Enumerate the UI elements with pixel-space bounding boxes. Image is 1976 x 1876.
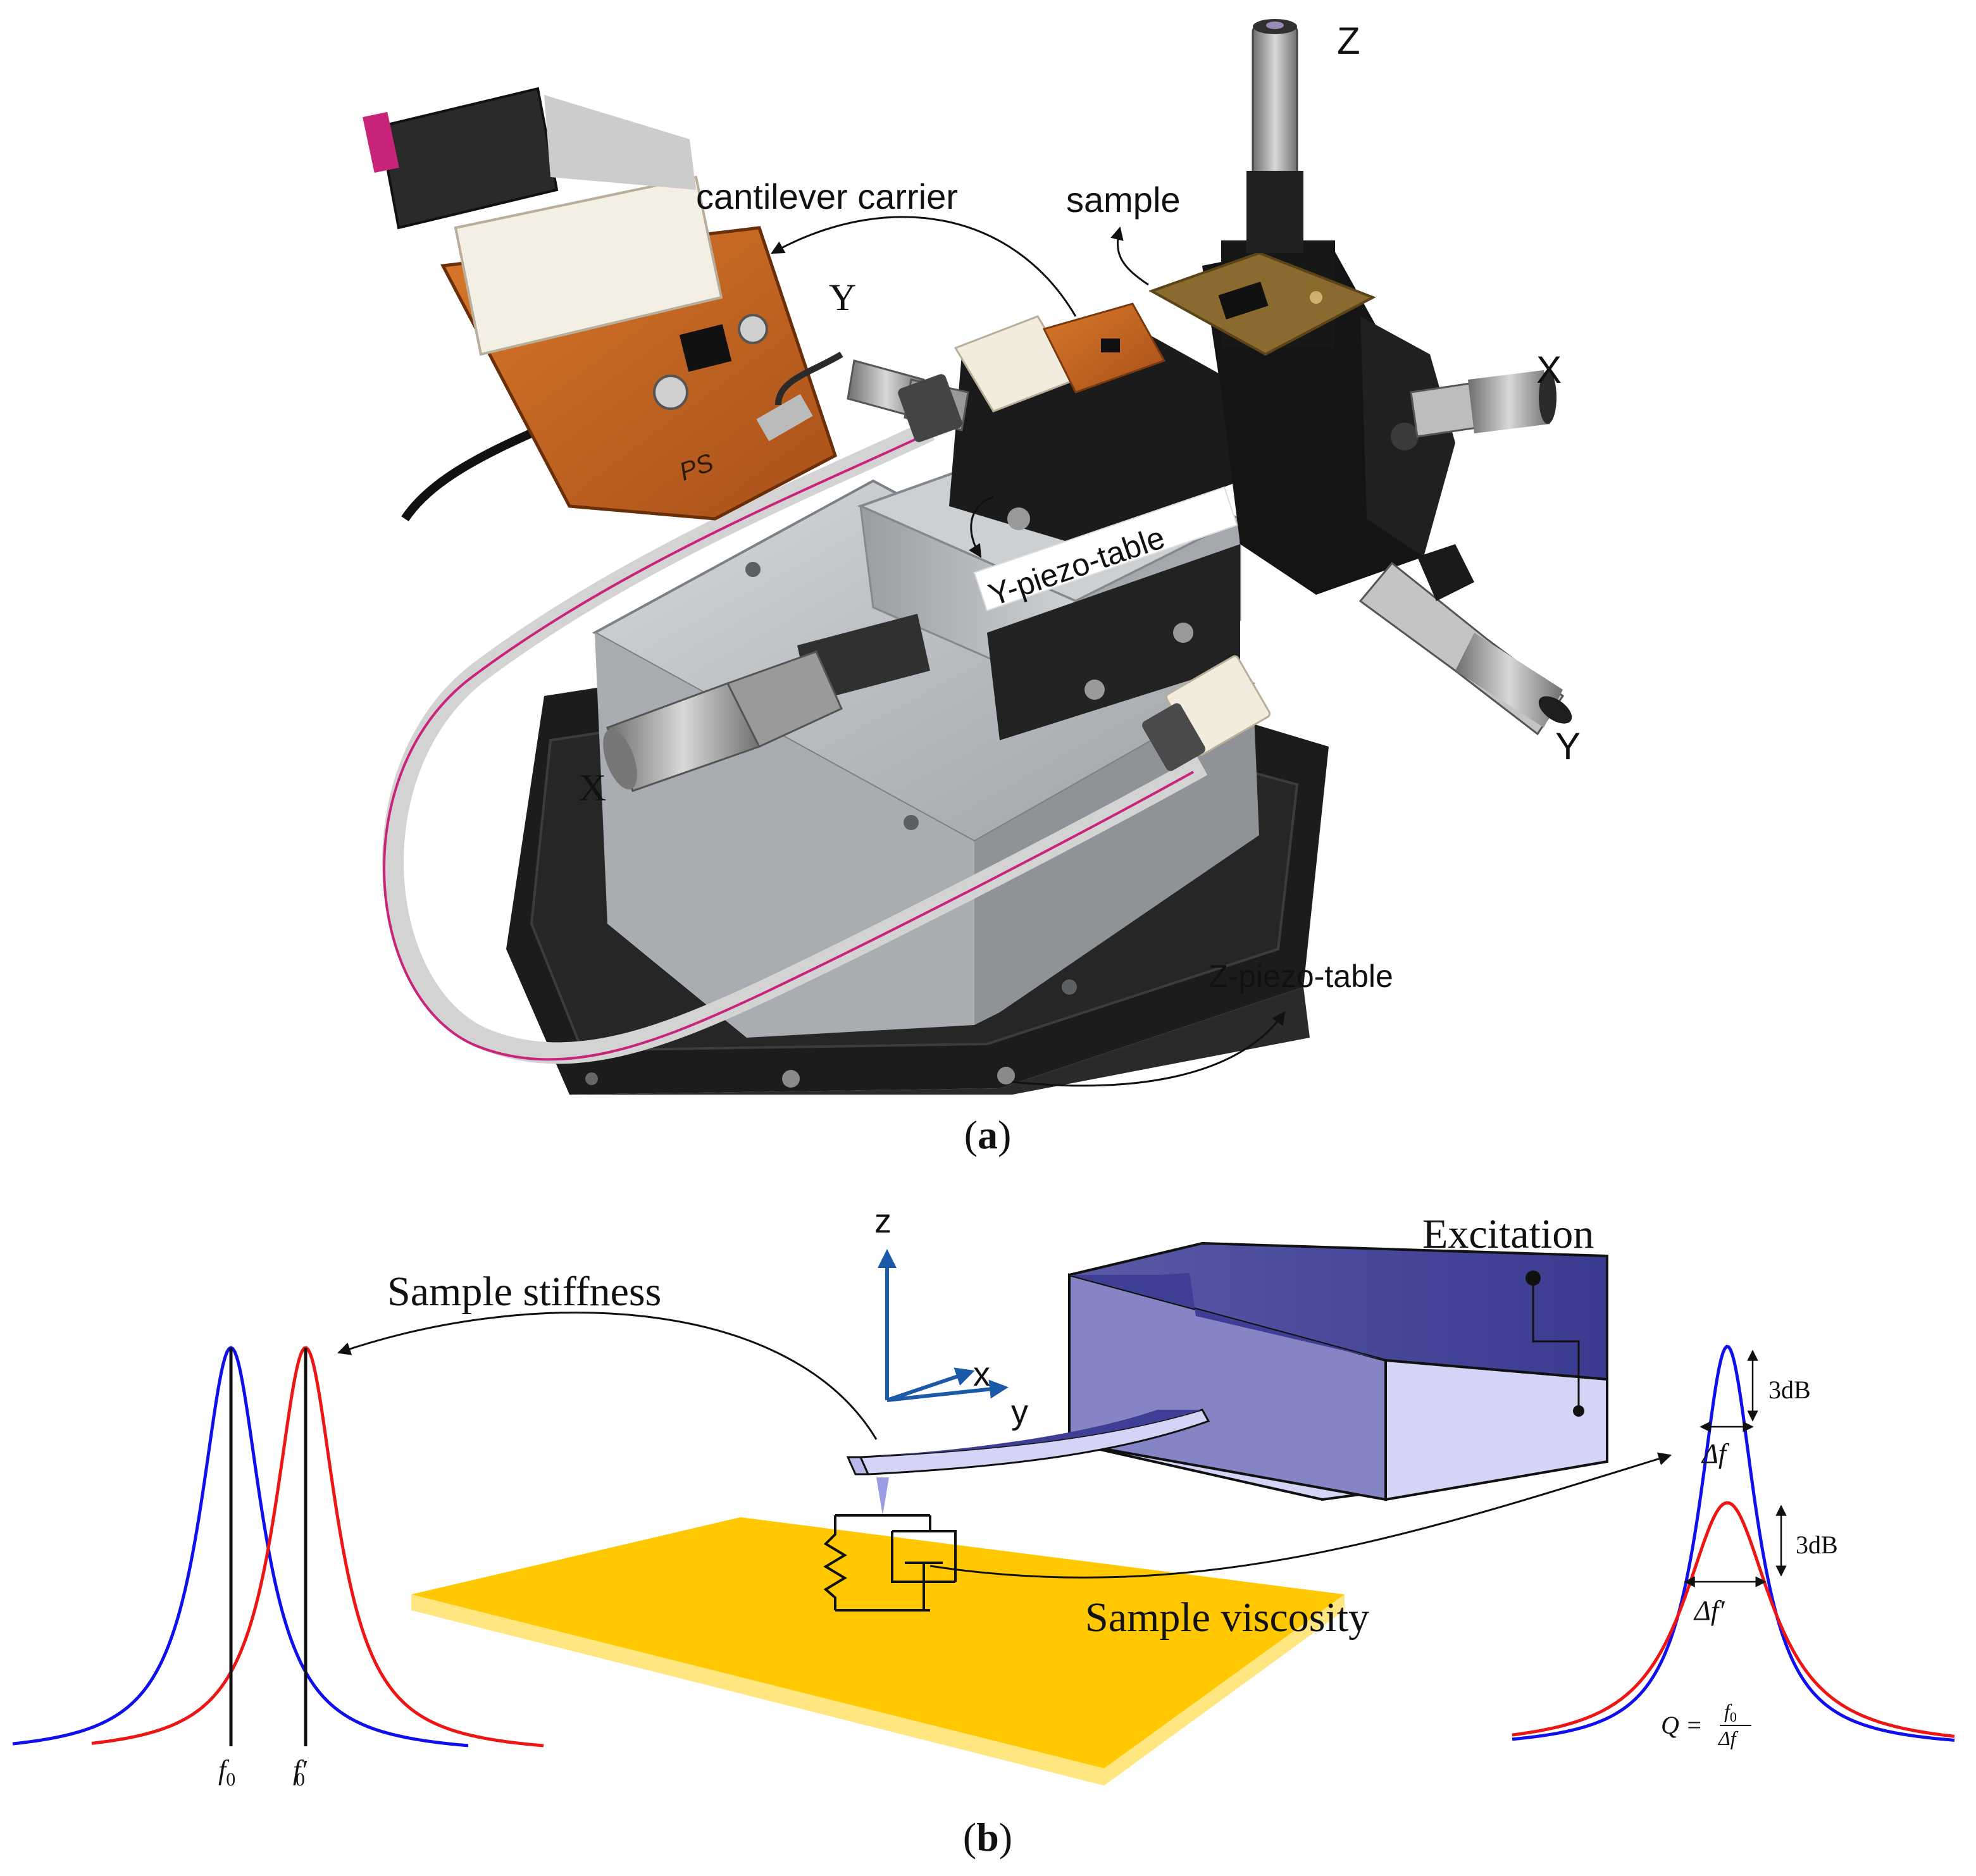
viscosity-arrow (929, 1452, 1672, 1579)
coordinate-axes (878, 1249, 1009, 1402)
label-delta-f: Δf (1701, 1438, 1730, 1469)
q-formula: Q = f0 Δf (1661, 1699, 1751, 1749)
right-curve-red (1512, 1501, 1955, 1738)
label-axis-y: y (1011, 1393, 1028, 1431)
ribbon-cable (382, 374, 1271, 1064)
stiffness-arrow (337, 1312, 878, 1440)
label-y-left: Y (829, 276, 856, 318)
label-axis-z: z (874, 1202, 892, 1240)
sample-arrow (1110, 226, 1149, 286)
y-piezo-block (857, 329, 1253, 755)
label-sample-viscosity: Sample viscosity (1085, 1594, 1369, 1641)
label-x-right: X (1536, 349, 1562, 391)
left-curve-blue (12, 1346, 469, 1748)
z-micrometer (1246, 19, 1303, 253)
label-x-left: X (579, 767, 606, 809)
spring-dashpot-model (823, 1514, 957, 1612)
label-sample: sample (1066, 180, 1181, 220)
panel-b-schematic: f0 f′0 3dB 3dB Δf Δf′ Q = f0 Δf (12, 1202, 1955, 1860)
label-cantilever-carrier: cantilever carrier (696, 177, 958, 216)
cantilever-carrier-arrow (771, 216, 1077, 317)
q-numerator: f0 (1724, 1699, 1737, 1725)
cantilever-carrier-board (363, 87, 843, 521)
label-f0-prime: f′0 (293, 1755, 308, 1790)
label-3db-bottom: 3dB (1796, 1531, 1838, 1559)
label-axis-x: x (973, 1355, 990, 1393)
caption-b: (b) (963, 1815, 1012, 1860)
right-resonance-plot: 3dB 3dB Δf Δf′ Q = f0 Δf (1512, 1345, 1955, 1749)
center-connector (954, 302, 1166, 413)
q-lhs: Q = (1661, 1711, 1703, 1739)
left-curve-red (91, 1346, 544, 1748)
label-y-right: Y (1555, 725, 1581, 767)
label-3db-top: 3dB (1768, 1376, 1811, 1404)
z-piezo-arrow (1012, 1011, 1286, 1087)
panel-a-photo: cantilever carrier sample Z X Y Y X PS Y… (363, 19, 1581, 1157)
y-piezo-arrow (969, 495, 994, 558)
x-micrometer-left (603, 614, 930, 792)
sample-plate (411, 1517, 1345, 1786)
cantilever-block (1068, 1241, 1608, 1501)
cantilever-beam (846, 1408, 1210, 1515)
y-piezo-label-plate (973, 486, 1238, 612)
y-micrometer-right (1358, 544, 1572, 736)
label-delta-f-prime: Δf′ (1693, 1595, 1725, 1626)
label-z-axis: Z (1337, 20, 1360, 62)
label-sample-stiffness: Sample stiffness (387, 1269, 661, 1315)
sample-board (1148, 251, 1376, 356)
caption-a: (a) (964, 1112, 1012, 1157)
excitation-lead (1525, 1270, 1580, 1411)
label-z-piezo-table: Z-piezo-table (1209, 959, 1393, 994)
label-f0: f0 (218, 1755, 235, 1790)
q-denominator: Δf (1717, 1727, 1739, 1749)
left-resonance-plot: f0 f′0 (12, 1346, 544, 1790)
right-curve-blue (1512, 1345, 1955, 1742)
x-micrometer-right (1410, 370, 1557, 438)
label-excitation: Excitation (1422, 1211, 1594, 1257)
